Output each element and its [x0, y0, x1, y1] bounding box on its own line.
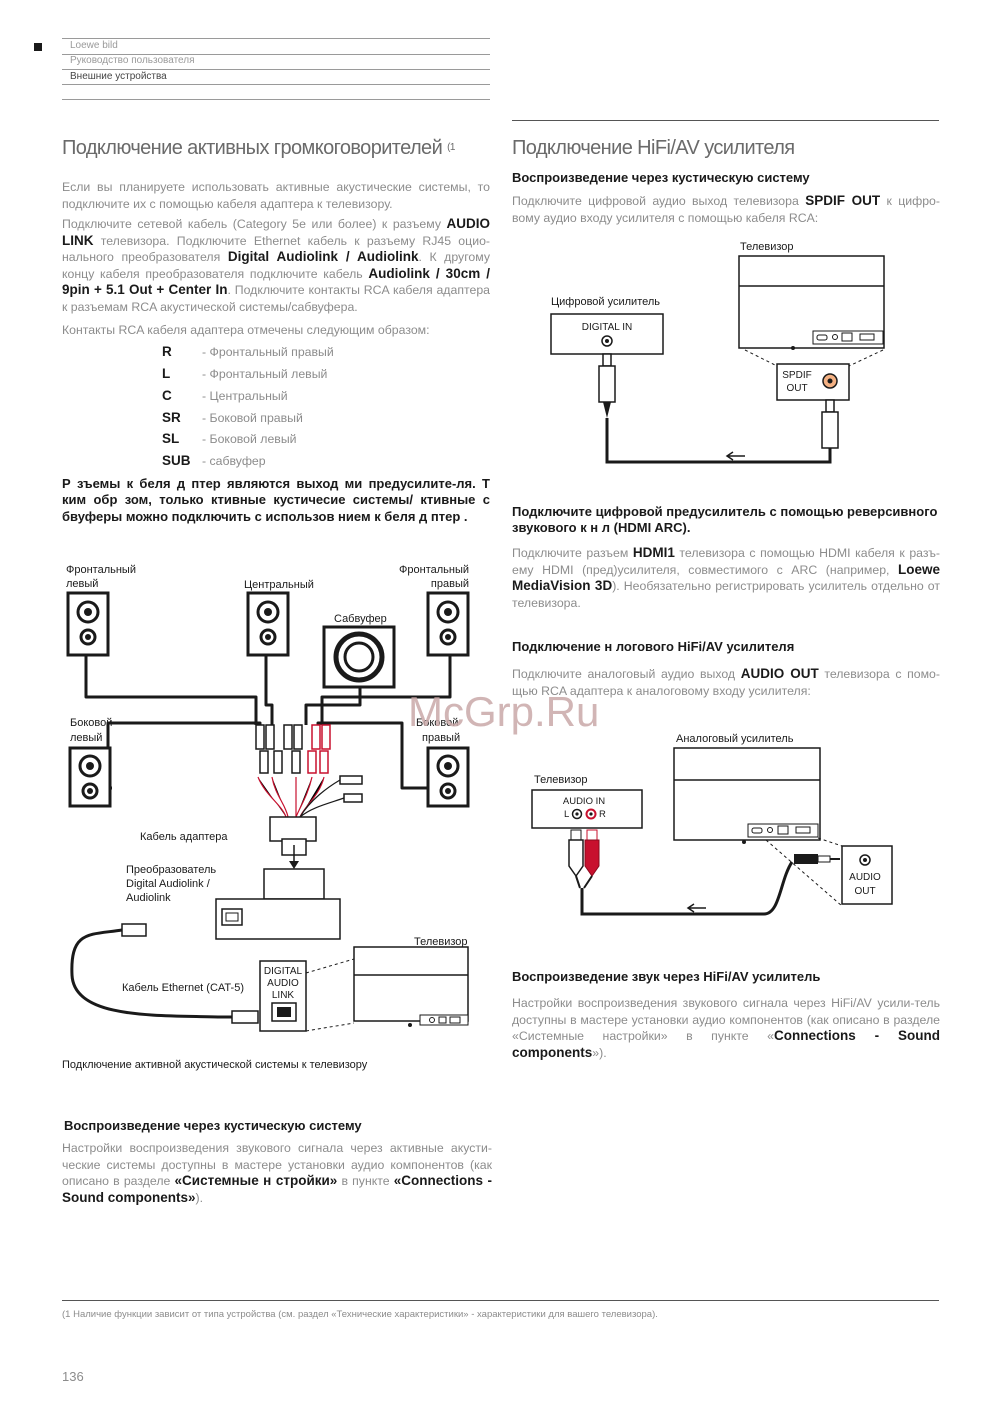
header-rule	[62, 54, 490, 55]
digital-amplifier: DIGITAL IN	[550, 313, 664, 355]
page-number: 136	[62, 1369, 84, 1384]
tv-label: Телевизор	[534, 774, 588, 786]
svg-text:Сабвуфер: Сабвуфер	[334, 613, 387, 625]
svg-text:R: R	[599, 809, 606, 820]
mini-jack-plug	[794, 854, 840, 864]
rca-plug	[598, 353, 616, 418]
rca-plugs	[568, 829, 600, 889]
right-subheading-1: Воспроизведение через кустическую систем…	[512, 170, 810, 185]
legend-item: SUB- сабвуфер	[162, 453, 266, 468]
right-analog-text: Подключите аналоговый аудио выход AUDIO …	[512, 666, 940, 698]
right-hdmi-text: Подключите разъем HDMI1 телевизора с пом…	[512, 545, 941, 610]
header-rule	[62, 84, 490, 85]
subwoofer	[322, 625, 396, 689]
legend-item: SL- Боковой левый	[162, 431, 297, 446]
right-subheading-4: Воспроизведение звук через HiFi/AV усили…	[512, 969, 821, 984]
digital-amp-label: Цифровой усилитель	[551, 296, 660, 308]
svg-text:L: L	[564, 809, 569, 820]
legend-item: R- Фронтальный правый	[162, 344, 334, 359]
diagram-caption: Подключение активной акустической систем…	[62, 1059, 368, 1071]
left-instructions: Подключите сетевой кабель (Category 5e и…	[62, 216, 490, 314]
rca-plug	[821, 399, 839, 449]
legend-item: L- Фронтальный левый	[162, 366, 328, 381]
side-right-speaker	[426, 746, 470, 808]
analog-amp-label: Аналоговый усилитель	[676, 733, 794, 745]
header-rule	[62, 38, 490, 39]
adapter-connector	[269, 816, 317, 869]
right-spdif-text: Подключите цифровой аудио выход телевизо…	[512, 193, 940, 225]
tv-back	[305, 946, 469, 1032]
header-manual: Руководство пользователя	[70, 55, 195, 66]
footnote: (1 Наличие функции зависит от типа устро…	[62, 1309, 658, 1320]
analog-amplifier	[673, 747, 843, 907]
legend-item: SR- Боковой правый	[162, 410, 303, 425]
front-left-speaker	[66, 591, 110, 657]
ethernet-label: Кабель Ethernet (CAT-5)	[122, 982, 244, 994]
right-subheading-3: Подключение н логового HiFi/AV усилителя	[512, 639, 795, 654]
header-section: Внешние устройства	[70, 71, 167, 82]
right-title: Подключение HiFi/AV усилителя	[512, 137, 795, 159]
adapter-cable-label: Кабель адаптера	[140, 831, 228, 843]
section-rule	[512, 120, 939, 121]
tv-label: Телевизор	[740, 241, 794, 253]
side-left-speaker	[68, 746, 112, 808]
left-intro: Если вы планируете использовать активные…	[62, 180, 490, 211]
right-settings-text: Настройки воспроизведения звукового сигн…	[512, 996, 940, 1060]
left-settings-text: Настройки воспроизведения звукового сигн…	[62, 1141, 493, 1205]
tv-audio-in-panel: AUDIO IN L R	[531, 789, 643, 829]
right-subheading-2: Подключите цифровой предусилитель с помо…	[512, 504, 938, 535]
header-rule	[62, 69, 490, 70]
front-right-speaker	[426, 591, 470, 657]
ethernet-plug	[231, 1010, 259, 1024]
legend-item: C- Центральный	[162, 388, 288, 403]
audiolink-converter	[215, 868, 341, 940]
ethernet-plug	[121, 923, 147, 937]
svg-text:AUDIO IN: AUDIO IN	[563, 796, 605, 807]
header-rule	[62, 99, 490, 100]
rca-plugs	[255, 724, 363, 818]
header-product: Loewe bild	[70, 40, 118, 51]
tv-back	[738, 255, 885, 367]
svg-text:Центральный: Центральный	[244, 579, 314, 591]
center-speaker	[246, 591, 290, 657]
footnote-rule	[62, 1300, 939, 1301]
svg-text:DIGITAL IN: DIGITAL IN	[582, 322, 633, 333]
header-bullet	[34, 43, 42, 51]
tv-label: Телевизор	[414, 936, 468, 948]
left-title: Подключение активных громкоговорителей (…	[62, 137, 455, 159]
left-note: Р зъемы к беля д птер являются выход ми …	[62, 476, 490, 524]
left-subheading: Воспроизведение через кустическую систем…	[64, 1118, 362, 1133]
left-legend-intro: Контакты RCA кабеля адаптера отмечены сл…	[62, 323, 430, 337]
watermark: McGrp.Ru	[408, 688, 600, 735]
